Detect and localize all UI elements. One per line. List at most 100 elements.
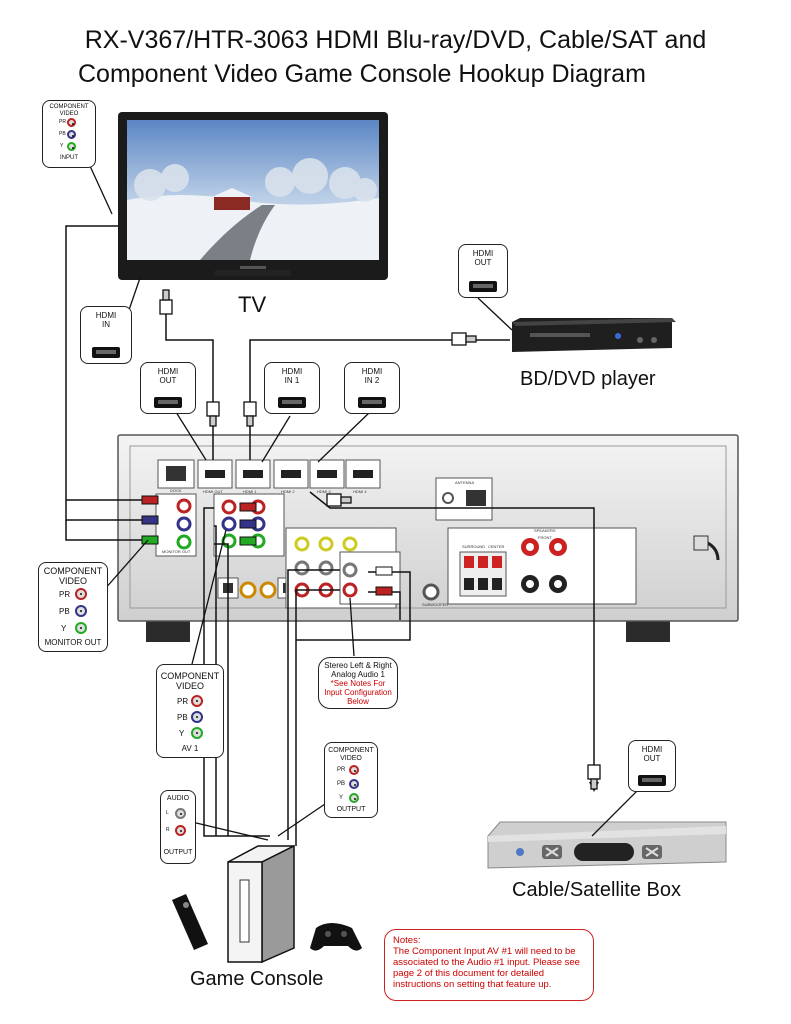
game-component-output-callout: COMPONENT VIDEO PR PB Y OUTPUT bbox=[324, 742, 378, 818]
pb-jack-icon bbox=[191, 711, 203, 723]
callout-line2: VIDEO bbox=[175, 681, 204, 691]
callout-line1: COMPONENT bbox=[328, 747, 374, 754]
callout-line2: OUT bbox=[159, 376, 177, 385]
bd-dvd-player bbox=[512, 318, 676, 352]
connection-lines bbox=[65, 225, 599, 846]
hdmi-port-icon bbox=[358, 397, 386, 408]
audio-left-jack-icon bbox=[175, 808, 186, 819]
receiver-rear-panel bbox=[117, 434, 739, 642]
cable-box-label: Cable/Satellite Box bbox=[512, 879, 681, 901]
callout-line1: HDMI bbox=[472, 249, 494, 258]
callout-pointers bbox=[89, 165, 639, 841]
callout-line1: COMPONENT bbox=[43, 566, 103, 576]
audio-right-jack-icon bbox=[175, 825, 186, 836]
callout-line2: IN bbox=[102, 320, 110, 329]
y-jack-icon bbox=[67, 142, 76, 151]
panel-surround-label: SURROUND bbox=[462, 544, 485, 549]
callout-line1: COMPONENT bbox=[160, 671, 220, 681]
panel-speakers-label: SPEAKERS bbox=[534, 528, 556, 533]
callout-line2: VIDEO bbox=[340, 755, 362, 762]
receiver-panel-labels: DOCK MONITOR OUT HDMI OUT HDMI 1 HDMI 2 … bbox=[162, 480, 556, 607]
tv-label: TV bbox=[238, 292, 267, 317]
panel-hdmi3-label: HDMI 3 bbox=[317, 489, 331, 494]
hdmi-port-icon bbox=[469, 281, 497, 292]
panel-monitor-out-label: MONITOR OUT bbox=[162, 549, 191, 554]
pr-jack-icon bbox=[67, 118, 76, 127]
panel-center-label: CENTER bbox=[488, 544, 505, 549]
cable-hdmi-out-callout: HDMI OUT bbox=[628, 740, 676, 792]
stereo-note-line3: *See Notes For bbox=[330, 679, 386, 688]
pb-jack-icon bbox=[75, 605, 87, 617]
callout-bottom: MONITOR OUT bbox=[44, 638, 102, 647]
panel-hdmi1-label: HDMI 1 bbox=[243, 489, 257, 494]
panel-subwoofer-label: SUBWOOFER bbox=[422, 602, 448, 607]
y-label: Y bbox=[60, 143, 64, 149]
gamepad bbox=[310, 923, 362, 951]
callout-line2: OUT bbox=[643, 754, 661, 763]
callout-line1: COMPONENT bbox=[49, 104, 89, 110]
component-plugs bbox=[141, 495, 393, 596]
cable-satellite-box bbox=[487, 821, 727, 869]
tv-component-input-callout: COMPONENT VIDEO PR PB Y INPUT bbox=[42, 100, 96, 168]
pr-jack-icon bbox=[349, 765, 359, 775]
callout-line2: IN 2 bbox=[364, 376, 380, 385]
stereo-note-line4: Input Configuration bbox=[324, 688, 392, 697]
y-label: Y bbox=[61, 624, 67, 633]
pb-label: PB bbox=[177, 713, 188, 722]
callout-line2: IN 1 bbox=[284, 376, 300, 385]
y-jack-icon bbox=[75, 622, 87, 634]
pr-label: PR bbox=[337, 767, 346, 773]
callout-line2: VIDEO bbox=[58, 576, 87, 586]
stereo-note-line1: Stereo Left & Right bbox=[324, 661, 392, 670]
receiver-hdmi-out-callout: HDMI OUT bbox=[140, 362, 196, 414]
hdmi-port-icon bbox=[92, 347, 120, 358]
bd-hdmi-out-callout: HDMI OUT bbox=[458, 244, 508, 298]
receiver-hdmi-in1-callout: HDMI IN 1 bbox=[264, 362, 320, 414]
callout-bottom: OUTPUT bbox=[163, 849, 193, 856]
callout-line1: HDMI bbox=[641, 745, 663, 754]
y-label: Y bbox=[339, 795, 344, 801]
tv-hdmi-in-callout: HDMI IN bbox=[80, 306, 132, 364]
stereo-audio-note: Stereo Left & Right Analog Audio 1 *See … bbox=[318, 657, 398, 709]
game-console bbox=[172, 844, 362, 964]
pb-jack-icon bbox=[67, 130, 76, 139]
pb-label: PB bbox=[59, 607, 70, 616]
remote-controller bbox=[172, 894, 208, 950]
receiver-monitor-out-callout: COMPONENT VIDEO PR PB Y MONITOR OUT bbox=[38, 562, 108, 652]
stereo-note-line2: Analog Audio 1 bbox=[331, 670, 385, 679]
panel-hdmi2-label: HDMI 2 bbox=[281, 489, 295, 494]
diagram-title-line1: RX-V367/HTR-3063 HDMI Blu-ray/DVD, Cable… bbox=[84, 26, 707, 54]
hdmi-port-icon bbox=[278, 397, 306, 408]
right-label: R bbox=[166, 827, 170, 833]
left-label: L bbox=[166, 810, 169, 816]
pr-jack-icon bbox=[75, 588, 87, 600]
callout-line2: OUT bbox=[474, 258, 492, 267]
receiver-hdmi-ports bbox=[197, 459, 381, 489]
callout-bottom: OUTPUT bbox=[336, 806, 366, 813]
callout-bottom: AV 1 bbox=[181, 744, 199, 753]
callout-line2: VIDEO bbox=[59, 111, 79, 117]
game-console-label: Game Console bbox=[190, 968, 324, 990]
hdmi-port-icon bbox=[638, 775, 666, 786]
callout-bottom: INPUT bbox=[60, 155, 78, 161]
hdmi-plugs bbox=[159, 289, 601, 790]
panel-hdmi-out-label: HDMI OUT bbox=[203, 489, 223, 494]
callout-line1: HDMI bbox=[361, 367, 383, 376]
pb-label: PB bbox=[59, 131, 66, 137]
panel-hdmi4-label: HDMI 4 bbox=[353, 489, 367, 494]
pr-label: PR bbox=[59, 590, 71, 599]
bd-player-label: BD/DVD player bbox=[520, 368, 656, 390]
notes-heading: Notes: bbox=[393, 935, 421, 946]
stereo-note-line5: Below bbox=[347, 697, 369, 706]
y-label: Y bbox=[179, 729, 185, 738]
pr-label: PR bbox=[177, 697, 189, 706]
pb-label: PB bbox=[337, 781, 346, 787]
callout-line1: HDMI bbox=[157, 367, 179, 376]
hdmi-port-icon bbox=[154, 397, 182, 408]
y-jack-icon bbox=[191, 727, 203, 739]
panel-front-label: FRONT bbox=[538, 535, 552, 540]
tv bbox=[118, 112, 388, 280]
receiver-av1-callout: COMPONENT VIDEO PR PB Y AV 1 bbox=[156, 664, 224, 758]
panel-dock-label: DOCK bbox=[170, 488, 182, 493]
